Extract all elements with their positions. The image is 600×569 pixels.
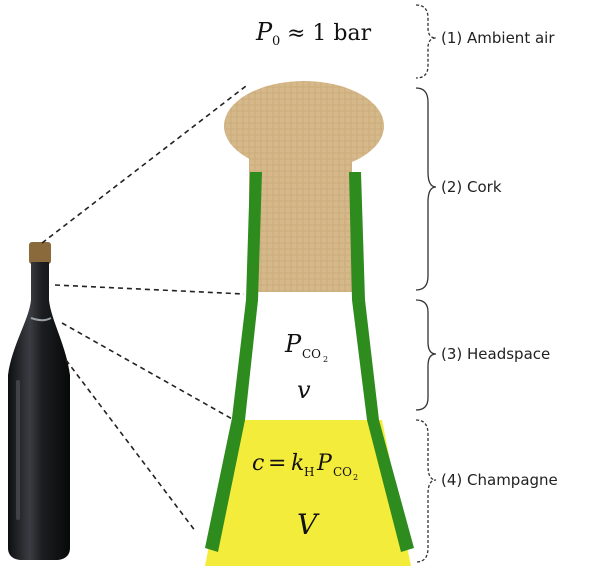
label-ambient-air: (1) Ambient air	[441, 29, 555, 47]
leader-lines	[41, 85, 247, 533]
bottle-neck-glass	[205, 172, 414, 552]
bottle-body	[8, 262, 70, 560]
label-cork: (2) Cork	[441, 178, 502, 196]
svg-text:2: 2	[323, 355, 328, 364]
svg-text:c: c	[252, 451, 264, 476]
svg-text:H: H	[304, 465, 314, 479]
label-headspace: (3) Headspace	[441, 345, 550, 363]
svg-text:0: 0	[272, 34, 280, 49]
brace-champagne	[415, 419, 437, 563]
svg-text:CO: CO	[302, 347, 321, 361]
label-champagne: (4) Champagne	[441, 471, 558, 489]
svg-text:2: 2	[353, 473, 358, 482]
svg-text:P: P	[255, 18, 273, 46]
brace-headspace	[415, 299, 437, 411]
headspace-pressure-expression: P CO 2	[284, 330, 328, 364]
svg-text:P: P	[284, 330, 302, 358]
champagne-bottle-photo	[8, 242, 70, 560]
cork	[224, 81, 384, 292]
ambient-pressure-expression: P 0 ≈ 1 bar	[255, 18, 372, 49]
svg-text:≈ 1 bar: ≈ 1 bar	[287, 21, 372, 46]
brace-ambient-air	[415, 4, 437, 79]
svg-text:=: =	[268, 451, 286, 476]
henry-law-expression: c = k H P CO 2	[252, 451, 358, 482]
liquid-volume-symbol: V	[297, 508, 320, 541]
brace-cork	[415, 87, 437, 291]
svg-text:k: k	[291, 451, 304, 476]
svg-text:P: P	[316, 451, 333, 476]
headspace-volume-symbol: v	[297, 376, 311, 404]
svg-text:CO: CO	[333, 465, 352, 479]
champagne-liquid	[205, 420, 411, 566]
bottle-foil	[29, 242, 51, 264]
